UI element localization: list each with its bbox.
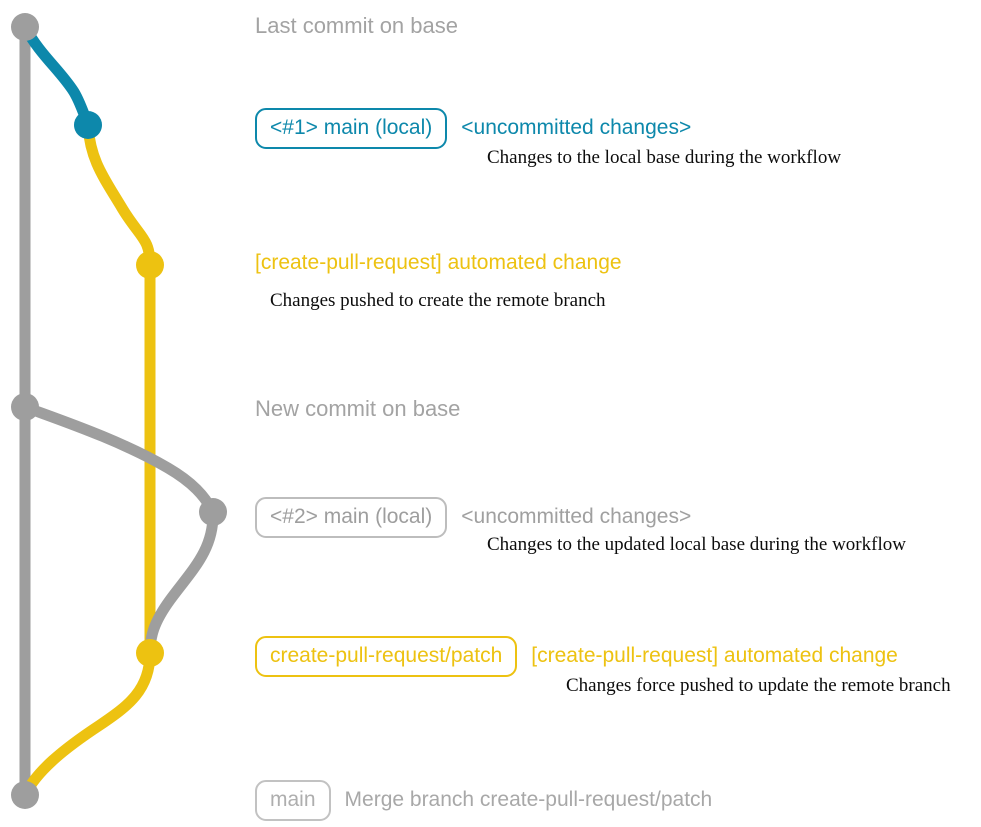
node-remote-2 (136, 639, 164, 667)
heading-last-commit-on-base: Last commit on base (255, 13, 458, 38)
merge-into-remote-line (144, 506, 219, 659)
local-branch-line-1 (19, 21, 94, 131)
commit-caption-remote-1: Changes pushed to create the remote bran… (270, 290, 606, 311)
commit-subject-merge: Merge branch create-pull-request/patch (344, 788, 713, 811)
remote-branch-line-1 (82, 119, 156, 271)
row-remote-2: create-pull-request/patch [create-pull-r… (255, 636, 898, 677)
commit-subject-local-2: <uncommitted changes> (461, 505, 692, 528)
node-local-1 (74, 111, 102, 139)
node-merge-commit (11, 781, 39, 809)
branch-pill-main[interactable]: main (255, 780, 331, 821)
row-local-2: <#2> main (local) <uncommitted changes> (255, 497, 691, 538)
commit-subject-remote-1: [create-pull-request] automated change (255, 251, 622, 274)
commit-caption-local-2: Changes to the updated local base during… (487, 534, 906, 555)
git-graph (11, 13, 227, 809)
node-base-new (11, 393, 39, 421)
node-remote-1 (136, 251, 164, 279)
node-base-head (11, 13, 39, 41)
branch-pill-local-1[interactable]: <#1> main (local) (255, 108, 448, 149)
row-merge-commit: main Merge branch create-pull-request/pa… (255, 780, 712, 821)
branch-pill-remote-2[interactable]: create-pull-request/patch (255, 636, 518, 677)
commit-caption-local-1: Changes to the local base during the wor… (487, 147, 842, 168)
row-remote-1: [create-pull-request] automated change (255, 252, 622, 273)
commit-caption-remote-2: Changes force pushed to update the remot… (566, 675, 951, 696)
row-local-1: <#1> main (local) <uncommitted changes> (255, 108, 691, 149)
branch-pill-local-2[interactable]: <#2> main (local) (255, 497, 448, 538)
node-local-2 (199, 498, 227, 526)
local-branch-line-2 (19, 401, 219, 518)
heading-new-commit-on-base: New commit on base (255, 396, 461, 421)
commit-subject-remote-2: [create-pull-request] automated change (531, 644, 898, 667)
commit-subject-local-1: <uncommitted changes> (461, 116, 692, 139)
merge-back-to-base-line (19, 647, 156, 801)
